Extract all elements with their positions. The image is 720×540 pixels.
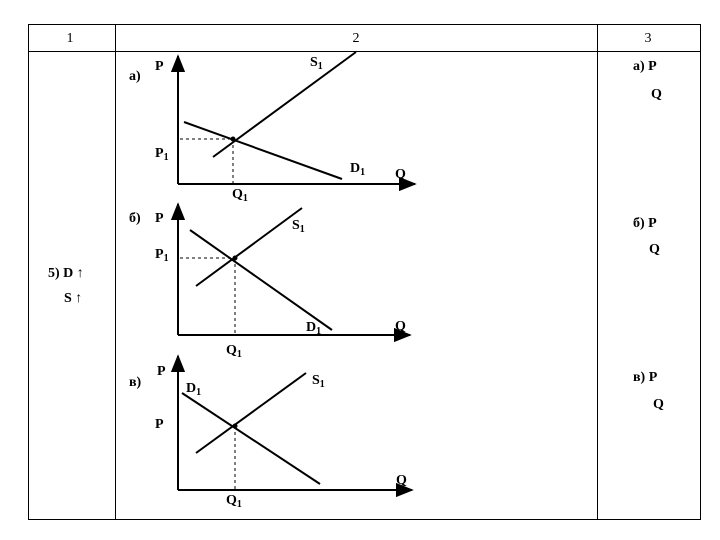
panel-b-price-label: P1	[155, 247, 169, 264]
table-grid	[28, 24, 701, 520]
panel-b-demand-label: D1	[306, 320, 321, 337]
panel-b-graph	[170, 202, 412, 343]
panel-c-supply-curve	[195, 372, 307, 454]
panel-c-demand-curve	[181, 392, 321, 485]
panel-c-marker: в)	[129, 375, 142, 390]
panel-b-axis-q: Q	[395, 319, 406, 334]
panel-a-marker: а)	[129, 69, 141, 84]
panel-c-supply-label: S1	[312, 373, 325, 390]
panel-c-axis-p: P	[157, 364, 166, 379]
panel-c-axis-q: Q	[396, 473, 407, 488]
header-col-2: 2	[353, 31, 360, 46]
panel-b-supply-label: S1	[292, 218, 305, 235]
panel-a-axis-p: P	[155, 59, 164, 74]
panel-b-qty-label: Q1	[226, 343, 242, 360]
panel-a-supply-curve	[212, 51, 357, 158]
panel-a-graph	[170, 51, 417, 192]
answer-c-p: в) P	[633, 370, 658, 385]
panel-c-demand-label: D1	[186, 381, 201, 398]
header-col-3: 3	[645, 31, 652, 46]
row-label-demand: 5) D ↑	[48, 266, 84, 281]
panel-b-demand-curve	[189, 229, 333, 331]
panel-b-marker: б)	[129, 211, 141, 226]
panel-a-axis-q: Q	[395, 167, 406, 182]
answer-a-p: а) P	[633, 59, 657, 74]
panel-c-graph	[170, 354, 414, 498]
answer-c-q: Q	[653, 397, 664, 412]
panel-c-qty-label: Q1	[226, 493, 242, 510]
panel-a-price-label: P1	[155, 146, 169, 163]
panel-b-axis-p: P	[155, 211, 164, 226]
answer-b-p: б) P	[633, 216, 657, 231]
panel-b-supply-curve	[195, 207, 303, 287]
panel-a-supply-label: S1	[310, 55, 323, 72]
panel-a-demand-curve	[183, 121, 343, 180]
panel-c-price-label: P	[155, 417, 164, 432]
answer-a-q: Q	[651, 87, 662, 102]
answer-b-q: Q	[649, 242, 660, 257]
panel-a-demand-label: D1	[350, 161, 365, 178]
row-label-supply: S ↑	[64, 291, 82, 306]
header-col-1: 1	[67, 31, 74, 46]
panel-a-qty-label: Q1	[232, 187, 248, 204]
